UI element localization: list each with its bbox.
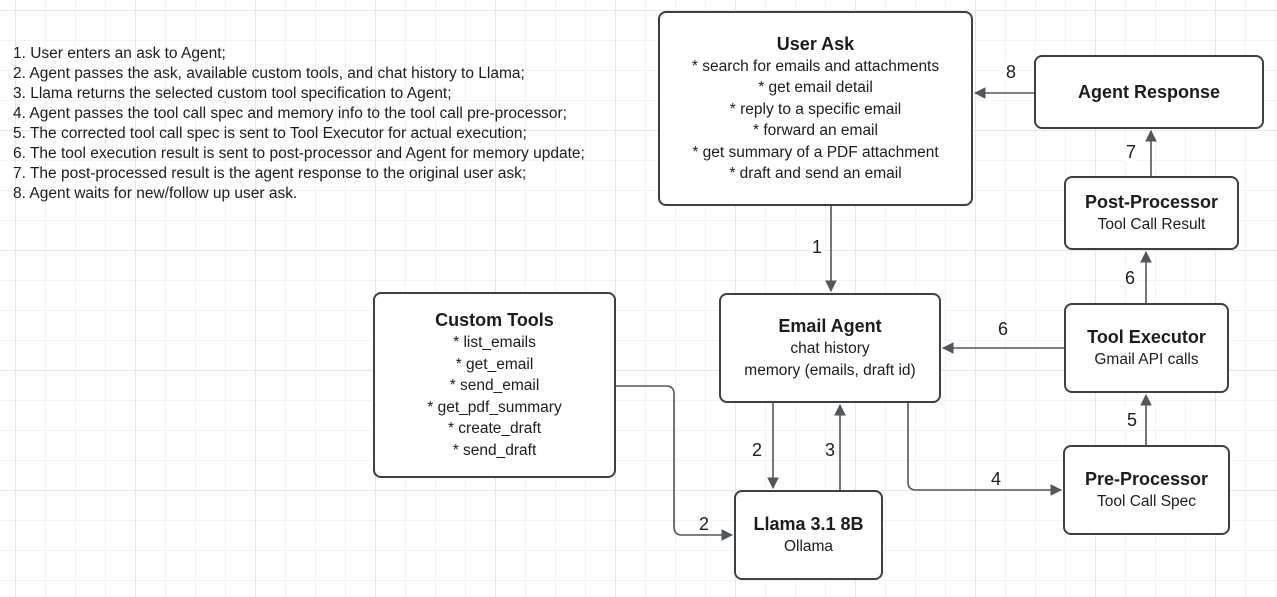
node-email-agent: Email Agent chat history memory (emails,… (719, 293, 941, 403)
node-llama: Llama 3.1 8B Ollama (734, 490, 883, 580)
node-agent-response: Agent Response (1034, 55, 1264, 129)
edge-label-step6-agent: 6 (995, 319, 1011, 339)
node-user-ask: User Ask * search for emails and attachm… (658, 11, 973, 206)
edge-label-step7: 7 (1123, 142, 1139, 162)
edge-label-step5: 5 (1124, 410, 1140, 430)
edge-label-step6-post: 6 (1122, 268, 1138, 288)
node-email-agent-line: chat history (790, 340, 870, 357)
process-note-line: 4. Agent passes the tool call spec and m… (13, 105, 567, 122)
node-email-agent-line: memory (emails, draft id) (744, 361, 916, 379)
edge-label-step4: 4 (988, 469, 1004, 489)
node-custom-tools-item: * get_pdf_summary (427, 398, 562, 416)
edge-step2-custom-tools-to-llama (616, 385, 732, 535)
process-notes: 1. User enters an ask to Agent; 2. Agent… (13, 44, 585, 204)
node-user-ask-title: User Ask (776, 33, 855, 54)
node-user-ask-item: * search for emails and attachments (691, 57, 940, 75)
process-note-line: 6. The tool execution result is sent to … (13, 145, 585, 162)
node-custom-tools-item: * send_email (449, 377, 540, 394)
edge-label-step1: 1 (809, 237, 825, 257)
node-tool-executor-subtitle: Gmail API calls (1094, 350, 1199, 368)
node-post-processor-title: Post-Processor (1084, 191, 1219, 212)
edge-label-step8: 8 (1003, 62, 1019, 82)
node-user-ask-item: * reply to a specific email (729, 100, 902, 118)
process-note-line: 5. The corrected tool call spec is sent … (13, 125, 527, 142)
node-agent-response-title: Agent Response (1077, 81, 1221, 102)
node-custom-tools-item: * create_draft (447, 420, 542, 437)
node-llama-title: Llama 3.1 8B (753, 513, 864, 534)
process-note-line: 8. Agent waits for new/follow up user as… (13, 185, 298, 202)
edge-step4-email-agent-to-pre-processor (907, 403, 1061, 490)
node-custom-tools-item: * get_email (455, 355, 534, 373)
process-note-line: 7. The post-processed result is the agen… (13, 165, 527, 182)
node-custom-tools-title: Custom Tools (435, 310, 554, 330)
process-note-line: 3. Llama returns the selected custom too… (13, 85, 452, 102)
node-email-agent-title: Email Agent (778, 316, 882, 336)
edge-label-step2-tools: 2 (696, 514, 712, 534)
node-post-processor: Post-Processor Tool Call Result (1064, 176, 1239, 250)
node-pre-processor: Pre-Processor Tool Call Spec (1063, 445, 1230, 535)
node-pre-processor-title: Pre-Processor (1084, 468, 1209, 489)
process-note-line: 2. Agent passes the ask, available custo… (13, 65, 525, 82)
edge-label-step2-agent: 2 (749, 440, 765, 460)
node-user-ask-item: * draft and send an email (729, 165, 902, 182)
node-user-ask-item: * get summary of a PDF attachment (692, 143, 939, 161)
node-tool-executor: Tool Executor Gmail API calls (1064, 303, 1229, 393)
edge-label-step3: 3 (822, 440, 838, 460)
node-llama-subtitle: Ollama (783, 537, 834, 555)
node-post-processor-subtitle: Tool Call Result (1097, 215, 1206, 233)
node-custom-tools-item: * list_emails (453, 334, 536, 351)
node-user-ask-item: * forward an email (753, 122, 878, 139)
process-note-line: 1. User enters an ask to Agent; (13, 45, 226, 62)
node-pre-processor-subtitle: Tool Call Spec (1096, 492, 1197, 510)
node-tool-executor-title: Tool Executor (1087, 326, 1206, 347)
node-custom-tools-item: * send_draft (452, 441, 537, 459)
node-custom-tools: Custom Tools * list_emails * get_email *… (373, 292, 616, 478)
node-user-ask-item: * get email detail (758, 79, 873, 96)
